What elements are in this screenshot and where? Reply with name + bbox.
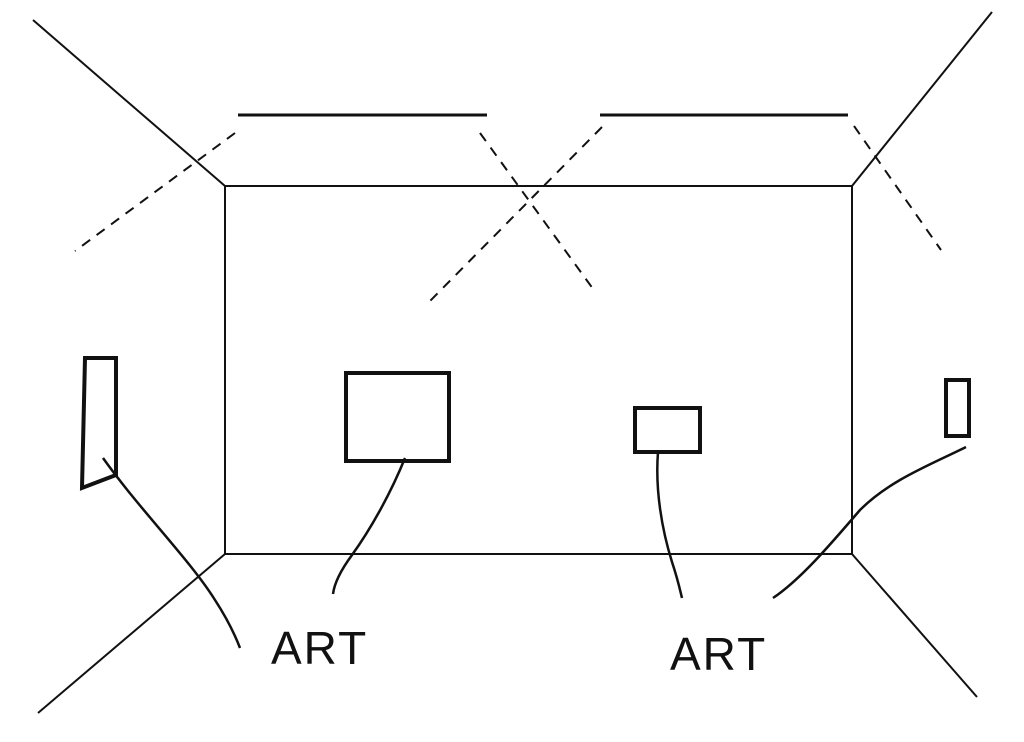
back-wall — [224, 185, 853, 555]
art-label-left: ART — [271, 622, 368, 674]
corner-line-top-right — [851, 11, 993, 187]
art-label-right: ART — [670, 628, 767, 680]
light-beam-1 — [74, 132, 236, 252]
light-beam-2 — [479, 132, 597, 294]
pointer-line-2 — [331, 457, 407, 595]
art-frame-right-wall — [944, 378, 971, 438]
corner-line-bottom-left — [37, 553, 226, 714]
corner-line-bottom-right — [851, 553, 978, 698]
art-frame-back-large — [344, 371, 451, 463]
art-frame-back-small — [633, 406, 702, 454]
light-beam-3 — [429, 126, 603, 302]
pointer-line-4 — [772, 445, 967, 600]
pointer-line-1 — [101, 457, 242, 649]
pointer-line-3 — [656, 451, 684, 599]
light-beam-4 — [853, 125, 942, 251]
corner-line-top-left — [32, 19, 226, 187]
